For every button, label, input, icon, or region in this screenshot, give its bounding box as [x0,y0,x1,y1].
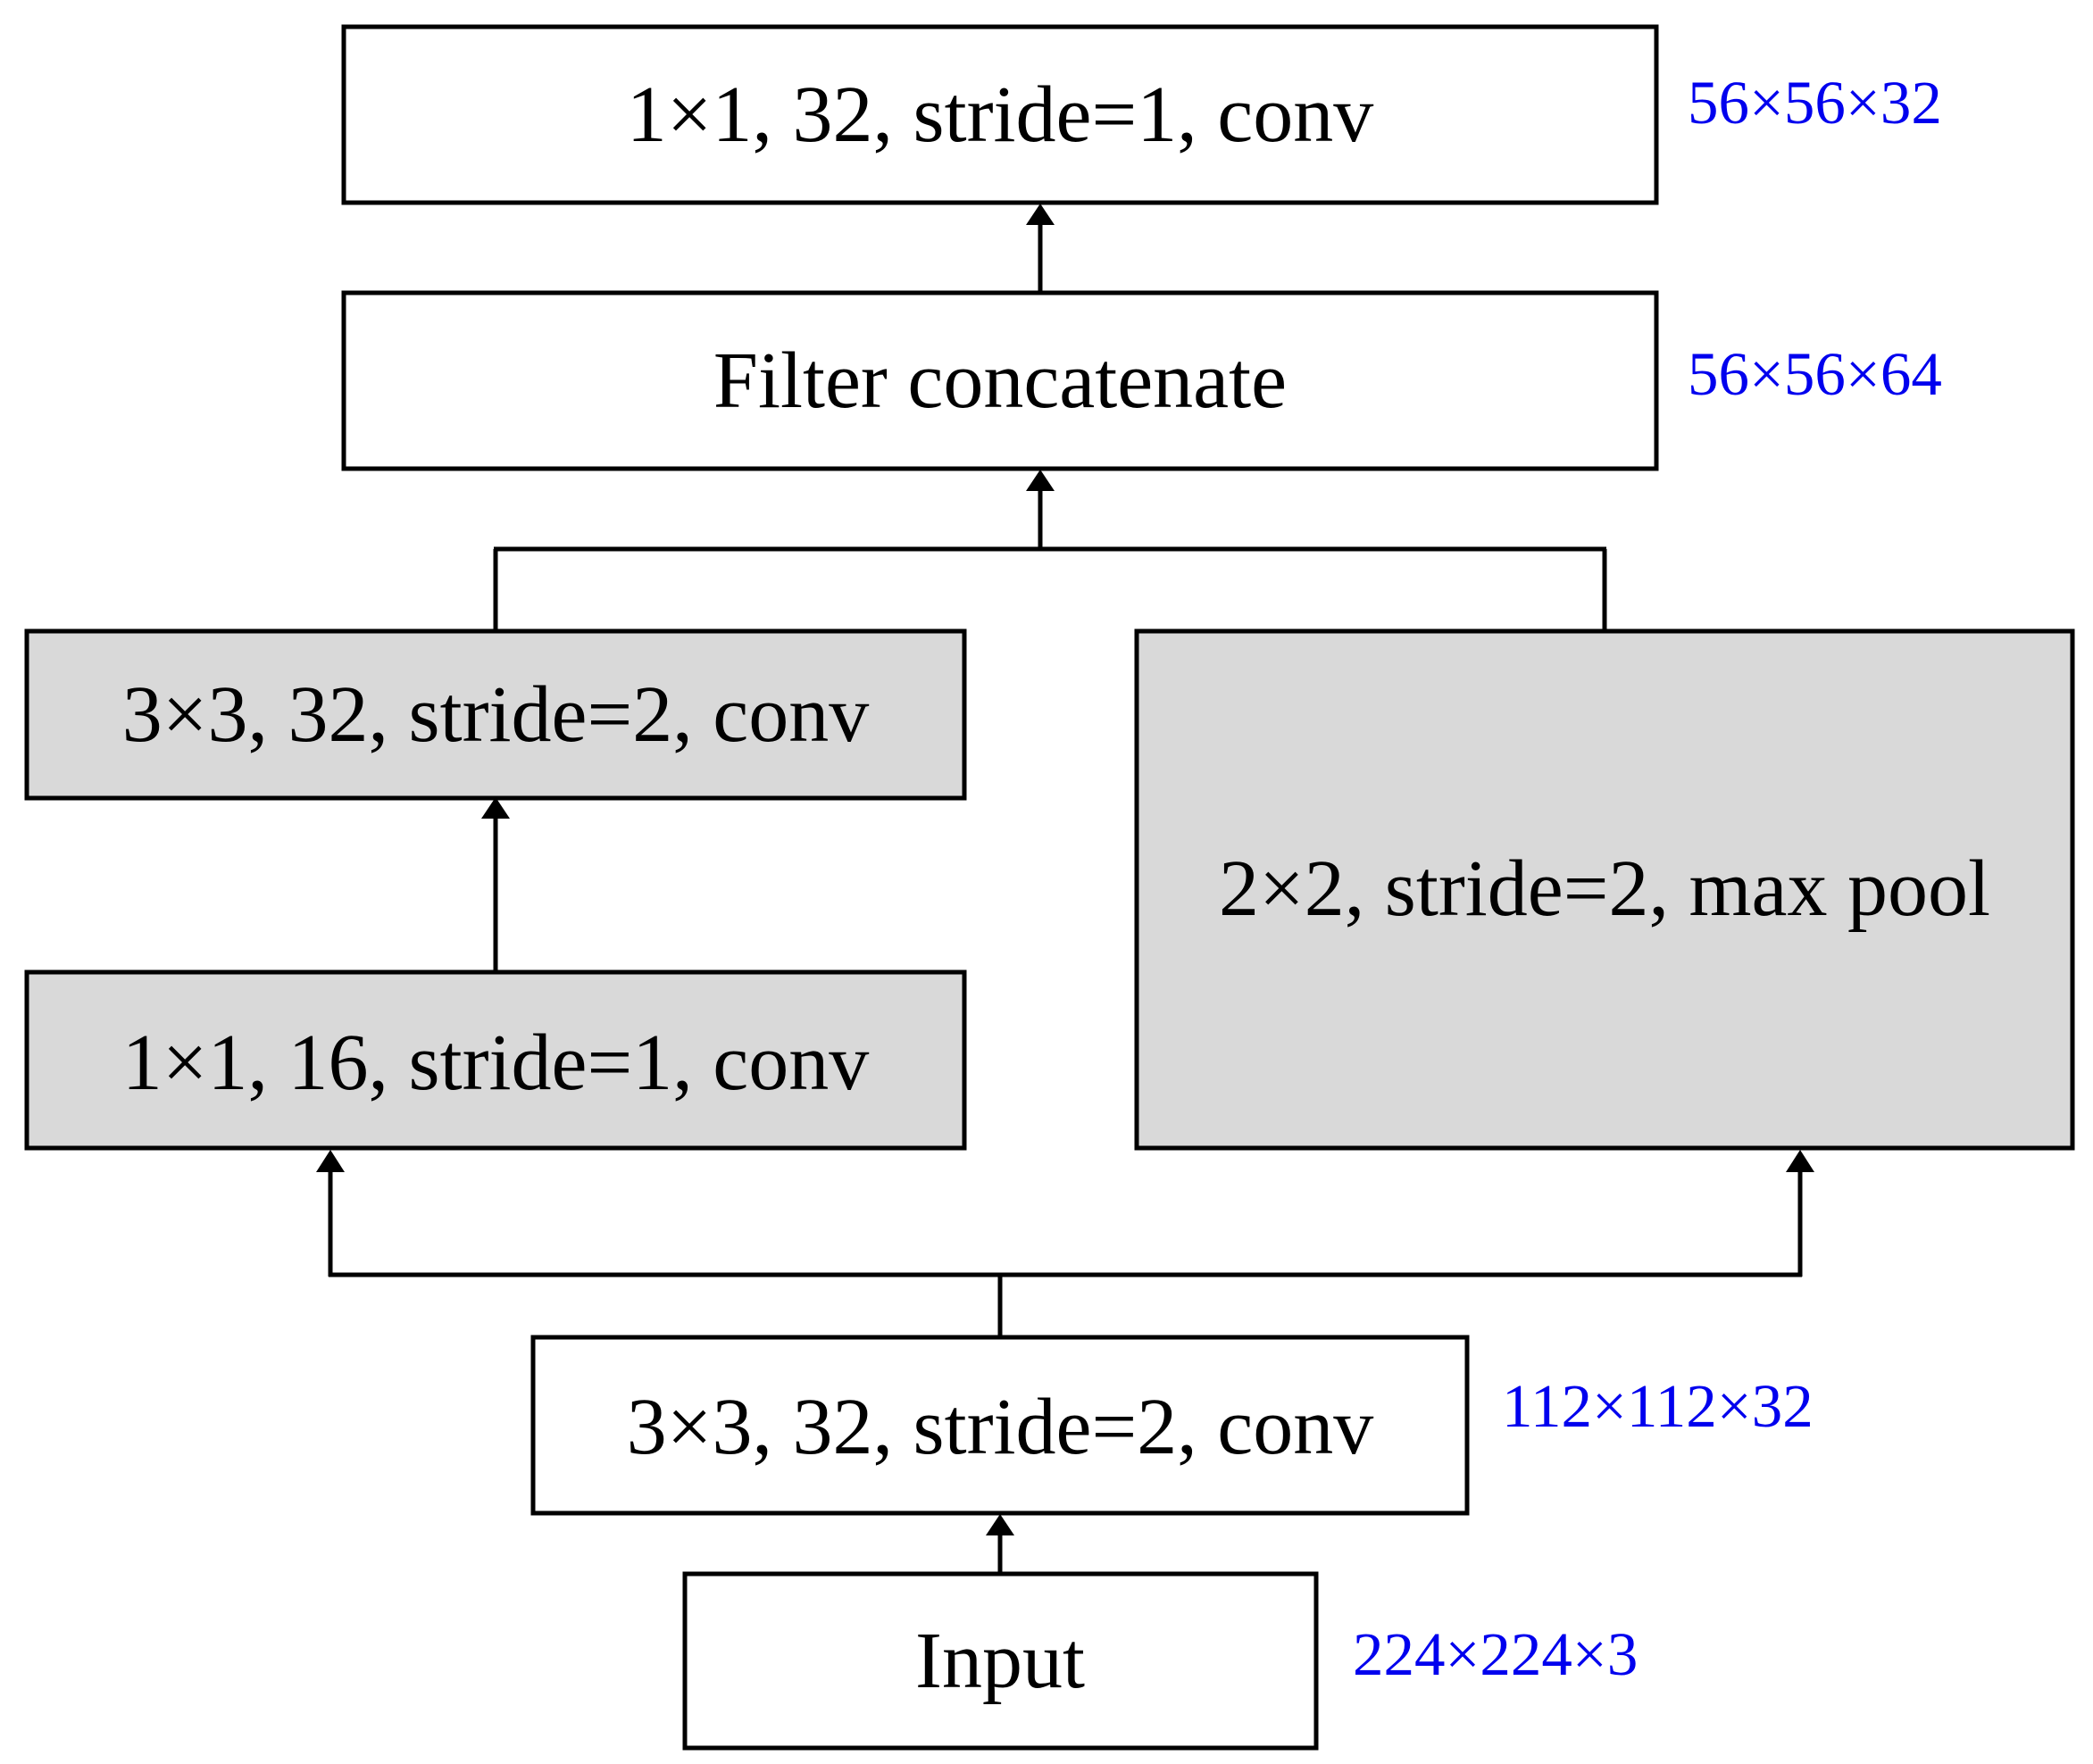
branch-conv-1x1-node: 1×1, 16, stride=1, conv [24,969,967,1151]
branch-maxpool-label: 2×2, stride=2, max pool [1219,845,1990,933]
concat-label: Filter concatenate [713,337,1287,425]
branch-conv-1x1-box [24,969,967,1151]
input-label: Input [915,1617,1085,1705]
branch-conv-3x3-label: 3×3, 32, stride=2, conv [122,670,869,759]
input-box [682,1571,1319,1751]
arrow-branch-1x1-to-3x3 [481,797,510,971]
branch-conv-3x3-box [24,628,967,801]
conv-first-box [530,1335,1470,1516]
concat-box [341,290,1659,471]
concat-node: Filter concatenate [341,290,1659,471]
branch-maxpool-node: 2×2, stride=2, max pool [1134,628,2075,1151]
conv-last-dims: 56×56×32 [1688,69,1942,137]
branch-conv-1x1-label: 1×1, 16, stride=1, conv [122,1019,869,1107]
input-dims: 224×224×3 [1353,1620,1638,1688]
input-node: Input [682,1571,1319,1751]
conv-first-label: 3×3, 32, stride=2, conv [627,1383,1373,1471]
conv-last-box [341,24,1659,205]
arrow-concat-to-conv-last [1026,204,1055,292]
conv-last-node: 1×1, 32, stride=1, conv [341,24,1659,205]
arrow-input-to-conv-first [986,1514,1014,1573]
merge-connector [493,470,1607,630]
conv-first-node: 3×3, 32, stride=2, conv [530,1335,1470,1516]
branch-conv-3x3-node: 3×3, 32, stride=2, conv [24,628,967,801]
conv-first-dims: 112×112×32 [1502,1372,1814,1440]
branch-maxpool-box [1134,628,2075,1151]
split-connector [316,1150,1814,1336]
conv-last-label: 1×1, 32, stride=1, conv [627,71,1373,159]
concat-dims: 56×56×64 [1688,340,1942,408]
